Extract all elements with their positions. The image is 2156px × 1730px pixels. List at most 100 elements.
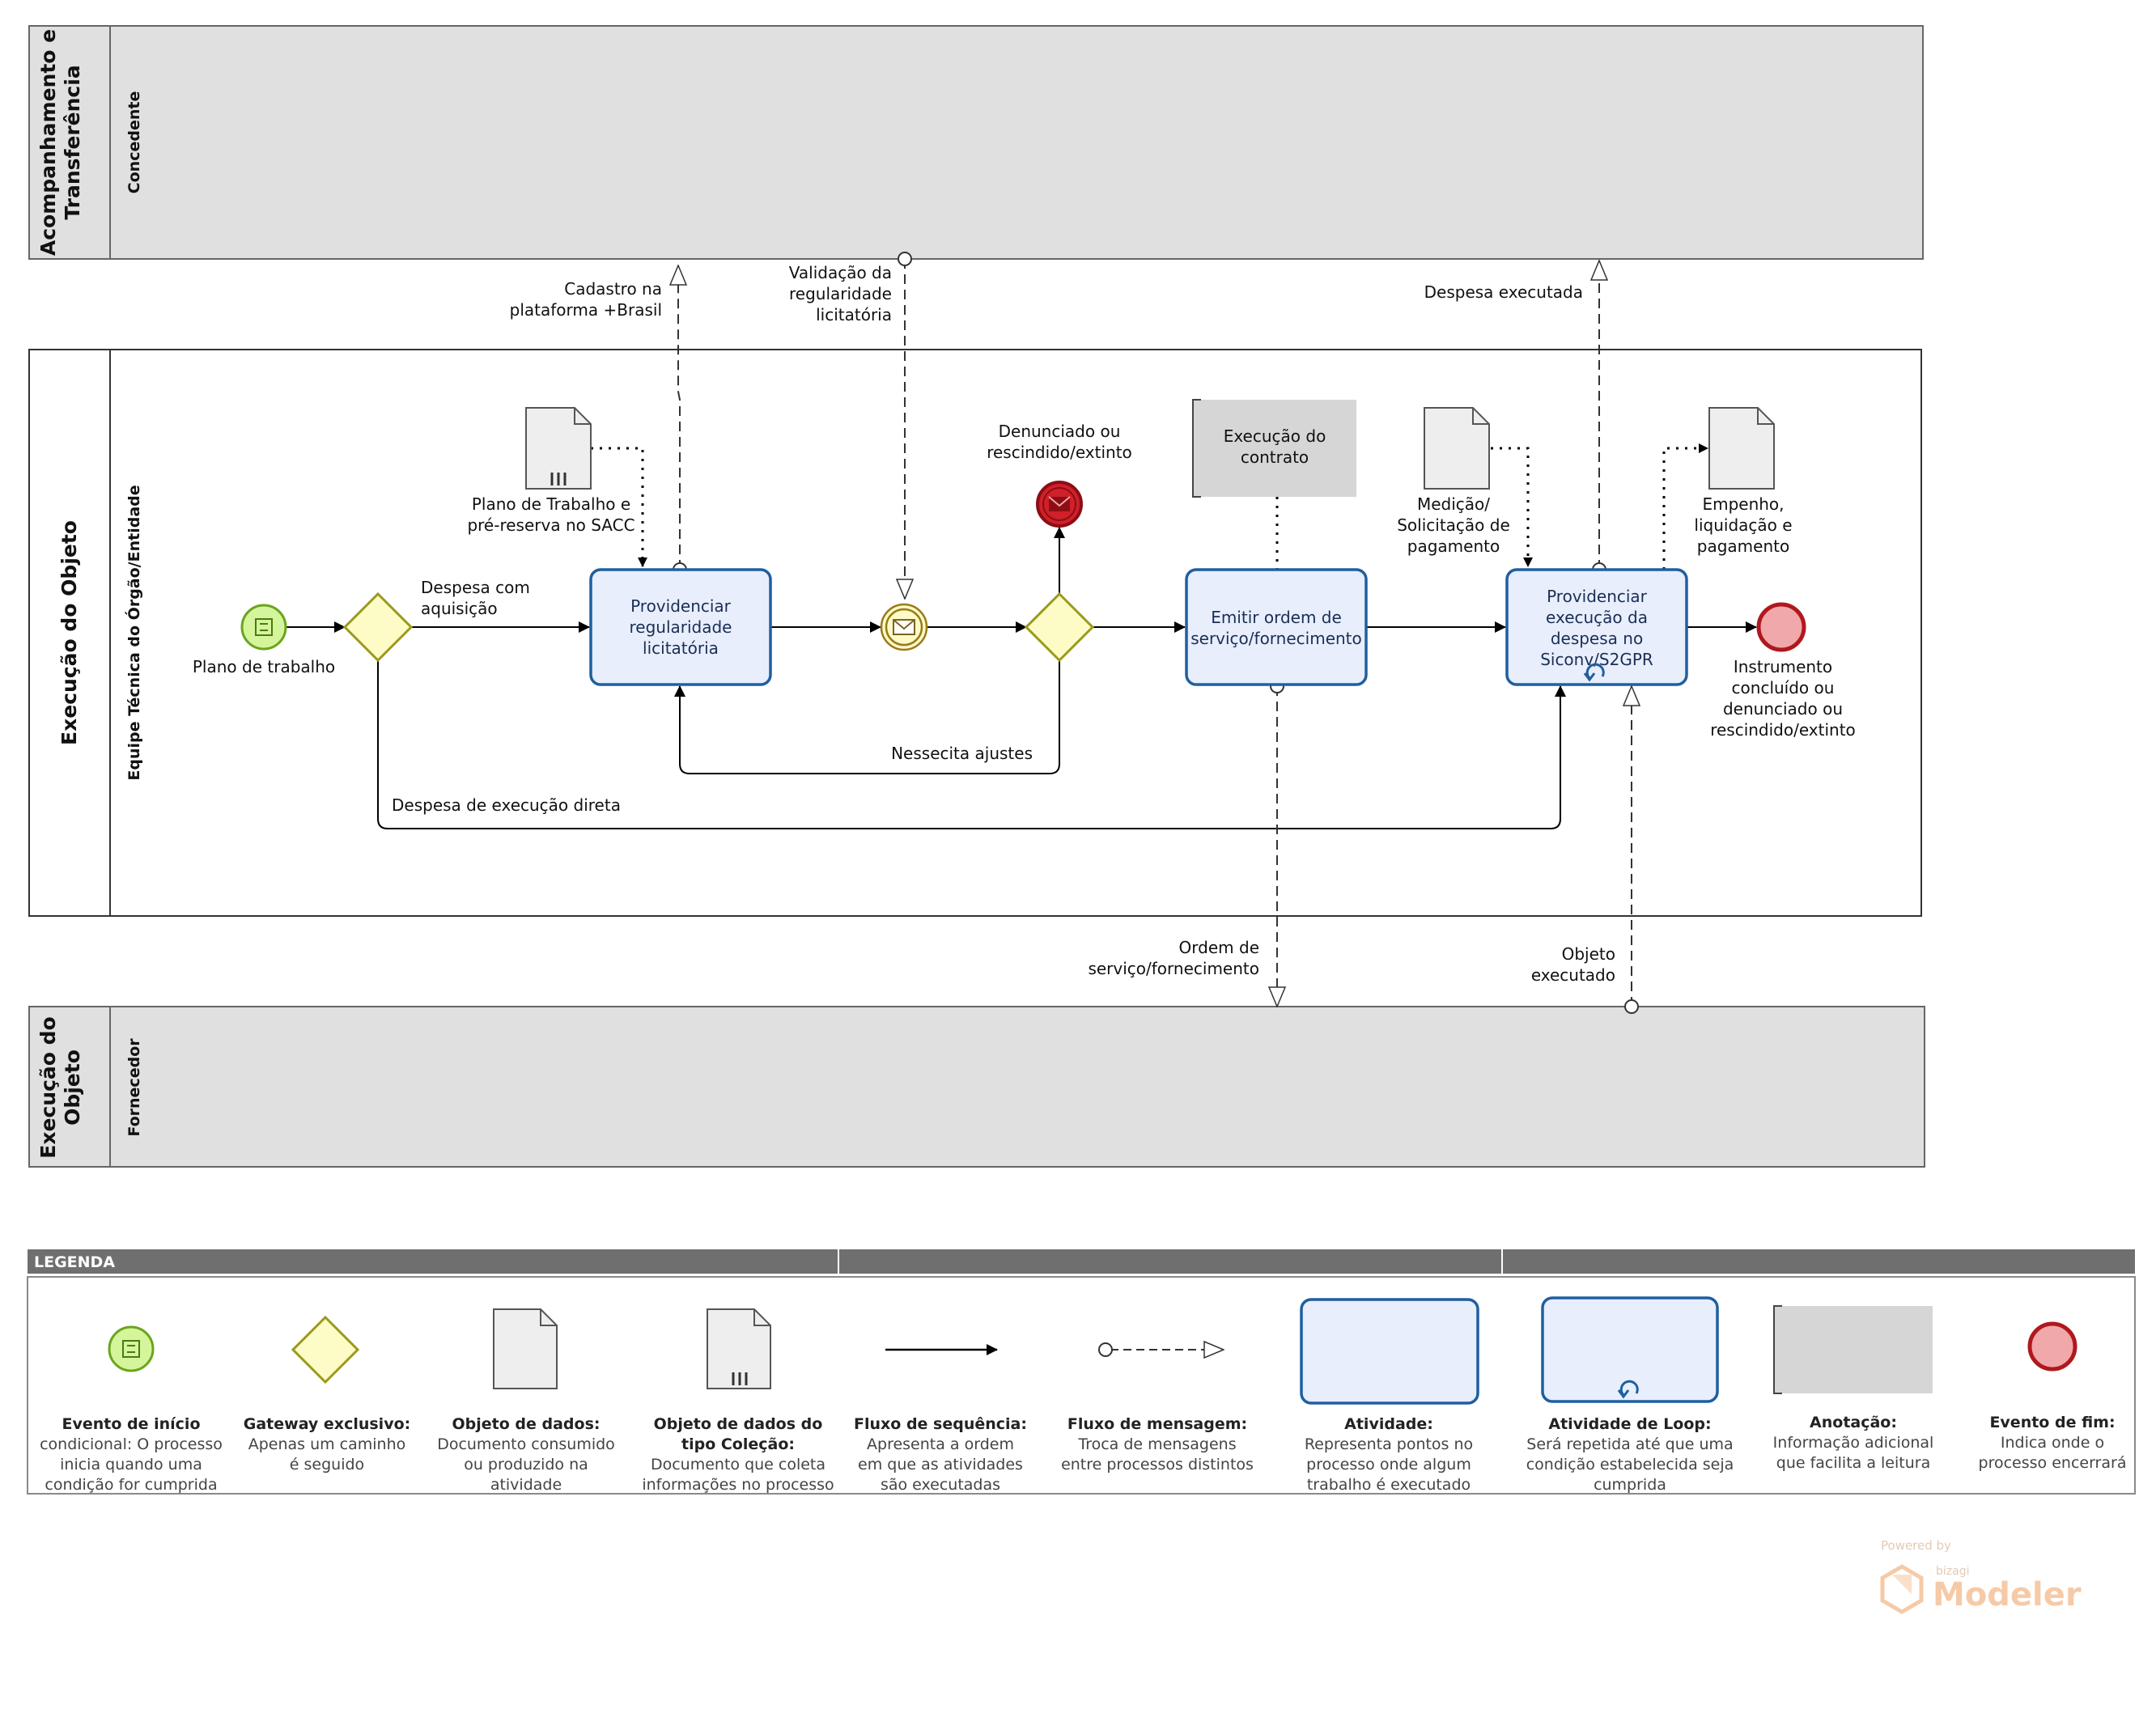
modeler-text: Modeler [1933,1576,2082,1613]
task-providenciar-regularidade[interactable]: Providenciar regularidade licitatória [589,568,772,686]
svg-text:Documento consumido: Documento consumido [437,1435,615,1453]
svg-text:é seguido: é seguido [290,1456,364,1473]
condition-icon [255,618,273,636]
legend-end-event-icon [2027,1321,2077,1372]
svg-text:Apresenta a ordem: Apresenta a ordem [867,1435,1014,1453]
legend: LEGENDA [27,1249,2136,1495]
svg-text:processo encerrará: processo encerrará [1979,1454,2127,1472]
msg-label-validacao-2: regularidade [789,284,892,303]
end-label-4: rescindido/extinto [1710,720,1856,740]
svg-text:Fluxo de mensagem:: Fluxo de mensagem: [1067,1415,1247,1433]
message-flows [678,259,1632,1007]
data3-label-1: Empenho, [1702,494,1784,514]
svg-text:informações no processo: informações no processo [642,1476,834,1494]
svg-text:atividade: atividade [490,1476,562,1494]
msg-label-cadastro-1: Cadastro na [564,279,662,299]
pool-title-top-2: Transferência [61,65,84,219]
end-label-1: Instrumento [1734,657,1832,676]
legend-text-message-flow: Fluxo de mensagem: Troca de mensagens en… [1061,1415,1254,1473]
svg-text:Atividade de Loop:: Atividade de Loop: [1548,1415,1711,1433]
svg-text:Objeto de dados:: Objeto de dados: [452,1415,601,1433]
svg-text:que facilita a leitura: que facilita a leitura [1776,1454,1930,1472]
svg-text:Evento de início: Evento de início [62,1415,200,1433]
data1-label-2: pré-reserva no SACC [467,515,634,535]
gateway-exclusive-2[interactable] [1024,592,1095,663]
svg-text:Informação adicional: Informação adicional [1773,1434,1934,1452]
end-label-2: concluído ou [1732,678,1835,698]
svg-text:ou produzido na: ou produzido na [464,1456,588,1473]
legend-text-sequence-flow: Fluxo de sequência: Apresenta a ordem em… [854,1415,1027,1494]
data1-label-1: Plano de Trabalho e [472,494,630,514]
task-emitir-ordem[interactable]: Emitir ordem de serviço/fornecimento [1185,568,1368,686]
legend-collection-icon [707,1308,771,1389]
associations [591,443,1708,570]
legend-start-event-icon [108,1325,155,1372]
data-object-collection-plano[interactable] [525,407,592,490]
data3-label-3: pagamento [1697,536,1789,556]
flow-execucao-direta[interactable] [377,660,1566,829]
end-error-label-1: Denunciado ou [999,422,1121,441]
svg-text:são executadas: são executadas [881,1476,1000,1494]
svg-text:Apenas um caminho: Apenas um caminho [248,1435,406,1453]
flow-necessita-ajustes[interactable] [674,660,1060,774]
assoc-data2-task3 [1491,447,1533,567]
task2-line1: Emitir ordem de [1211,608,1342,627]
svg-text:Indica onde o: Indica onde o [2001,1434,2104,1452]
task3-line1: Providenciar [1547,587,1648,606]
lane-concedente: Concedente [125,91,143,194]
task-providenciar-execucao[interactable]: Providenciar execução da despesa no Sico… [1505,568,1688,686]
svg-text:processo onde algum: processo onde algum [1306,1456,1471,1473]
end-event-error[interactable] [1036,481,1083,528]
task1-line3: licitatória [643,638,719,658]
msg-cadastro[interactable] [678,265,680,570]
task3-line3: despesa no [1551,629,1643,648]
collection-icon [550,473,567,486]
bizagi-small-text: bizagi [1936,1565,1969,1578]
loop-icon [1583,663,1605,682]
data-object-empenho[interactable] [1708,407,1775,490]
svg-text:Anotação:: Anotação: [1810,1414,1897,1431]
svg-text:Atividade:: Atividade: [1344,1415,1433,1433]
svg-text:Evento de fim:: Evento de fim: [1989,1414,2115,1431]
pool-acompanhamento[interactable]: Acompanhamento e Transferência Concedent… [28,25,1924,260]
legend-text-annotation: Anotação: Informação adicional que facil… [1773,1414,1934,1472]
legend-text-end: Evento de fim: Indica onde o processo en… [1979,1414,2127,1472]
data-object-medicao[interactable] [1424,407,1490,490]
data2-label-2: Solicitação de [1397,515,1510,535]
end-event[interactable] [1756,602,1806,652]
legend-activity-icon [1300,1298,1479,1405]
legend-text-gateway: Gateway exclusivo: Apenas um caminho é s… [244,1415,410,1473]
svg-text:tipo Coleção:: tipo Coleção: [681,1435,795,1453]
task3-line4: Siconv/S2GPR [1540,650,1653,669]
start-event-conditional[interactable] [240,604,287,651]
svg-text:cumprida: cumprida [1594,1476,1666,1494]
sequence-flows [285,527,1757,829]
bizagi-logo-icon [1880,1564,1924,1614]
pool-title-bottom-1: Execução do [36,1016,60,1158]
gateway-exclusive-1[interactable] [342,592,414,663]
bizagi-branding: Powered by bizagi Modeler [1880,1538,2082,1614]
svg-text:condição estabelecida seja: condição estabelecida seja [1526,1456,1734,1473]
legend-loop-activity-icon [1541,1296,1719,1403]
intermediate-message-event[interactable] [880,603,928,651]
data3-label-2: liquidação e [1694,515,1792,535]
svg-text:trabalho é executado: trabalho é executado [1307,1476,1471,1494]
legend-text-collection: Objeto de dados do tipo Coleção: Documen… [642,1415,834,1494]
legend-message-flow-icon [1098,1343,1224,1356]
msg-label-validacao-1: Validação da [789,263,892,282]
data2-label-3: pagamento [1407,536,1500,556]
legend-annotation-icon [1773,1305,1933,1394]
msg-label-ordem-1: Ordem de [1179,938,1259,957]
svg-text:Troca de mensagens: Troca de mensagens [1077,1435,1236,1453]
msg-label-ordem-2: serviço/fornecimento [1088,959,1259,978]
flow-label-despesa-1: Despesa com [421,578,530,597]
legend-text-data-object: Objeto de dados: Documento consumido ou … [437,1415,615,1494]
annotation-execucao-contrato[interactable]: Execução do contrato [1192,399,1356,498]
pool-fornecedor[interactable]: Execução do Objeto Fornecedor [28,1006,1925,1168]
msg-label-cadastro-2: plataforma +Brasil [510,300,662,320]
flow-label-despesa-2: aquisição [421,599,498,618]
lane-equipe-tecnica: Equipe Técnica do Órgão/Entidade [124,485,143,780]
powered-by-text: Powered by [1881,1538,1951,1553]
legend-header: LEGENDA [34,1253,115,1271]
